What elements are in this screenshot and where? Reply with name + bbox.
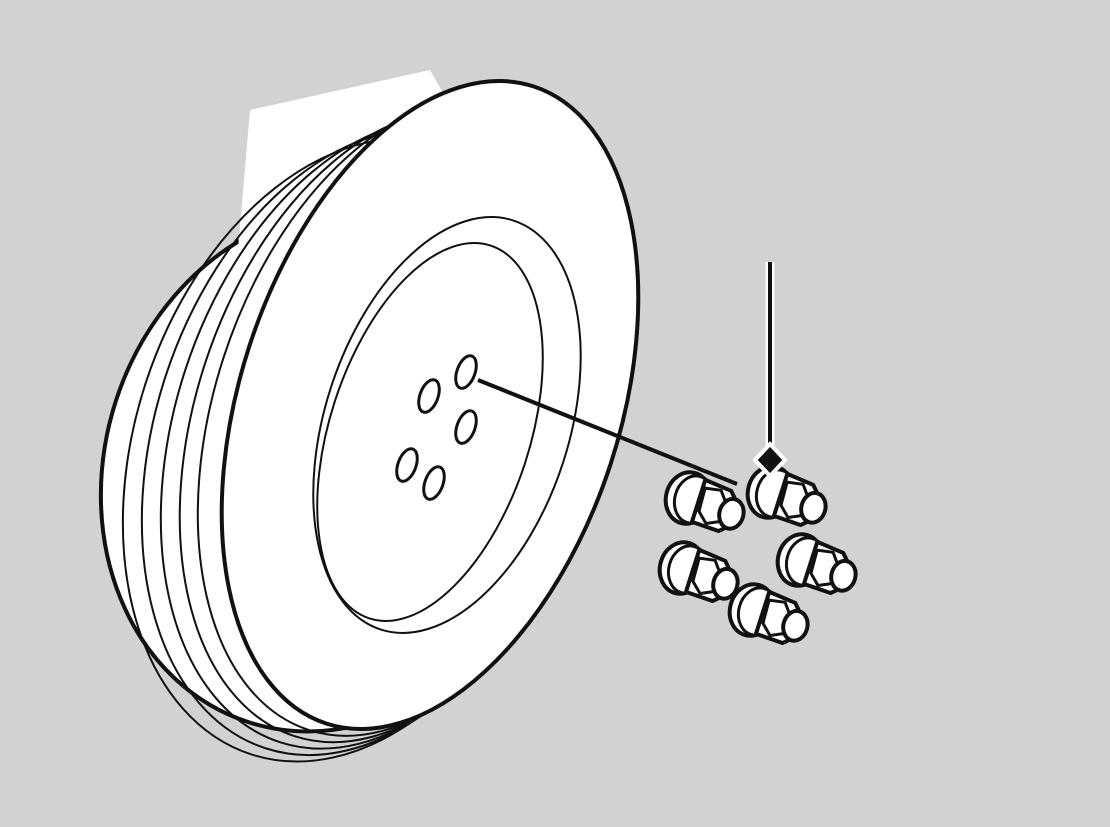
tire: [98, 70, 641, 763]
diamond-marker-icon: [752, 441, 788, 479]
lug-nut: [770, 527, 865, 603]
rim-inner: [316, 242, 544, 622]
lug-nut: [722, 577, 817, 653]
lug-nut: [652, 535, 747, 611]
leader-line: [477, 378, 738, 486]
lug-nut: [740, 459, 835, 535]
lug-nut: [658, 465, 753, 541]
pointer-arrow: [752, 262, 788, 479]
lug-nuts: [652, 459, 865, 653]
lug-holes: [395, 354, 478, 501]
